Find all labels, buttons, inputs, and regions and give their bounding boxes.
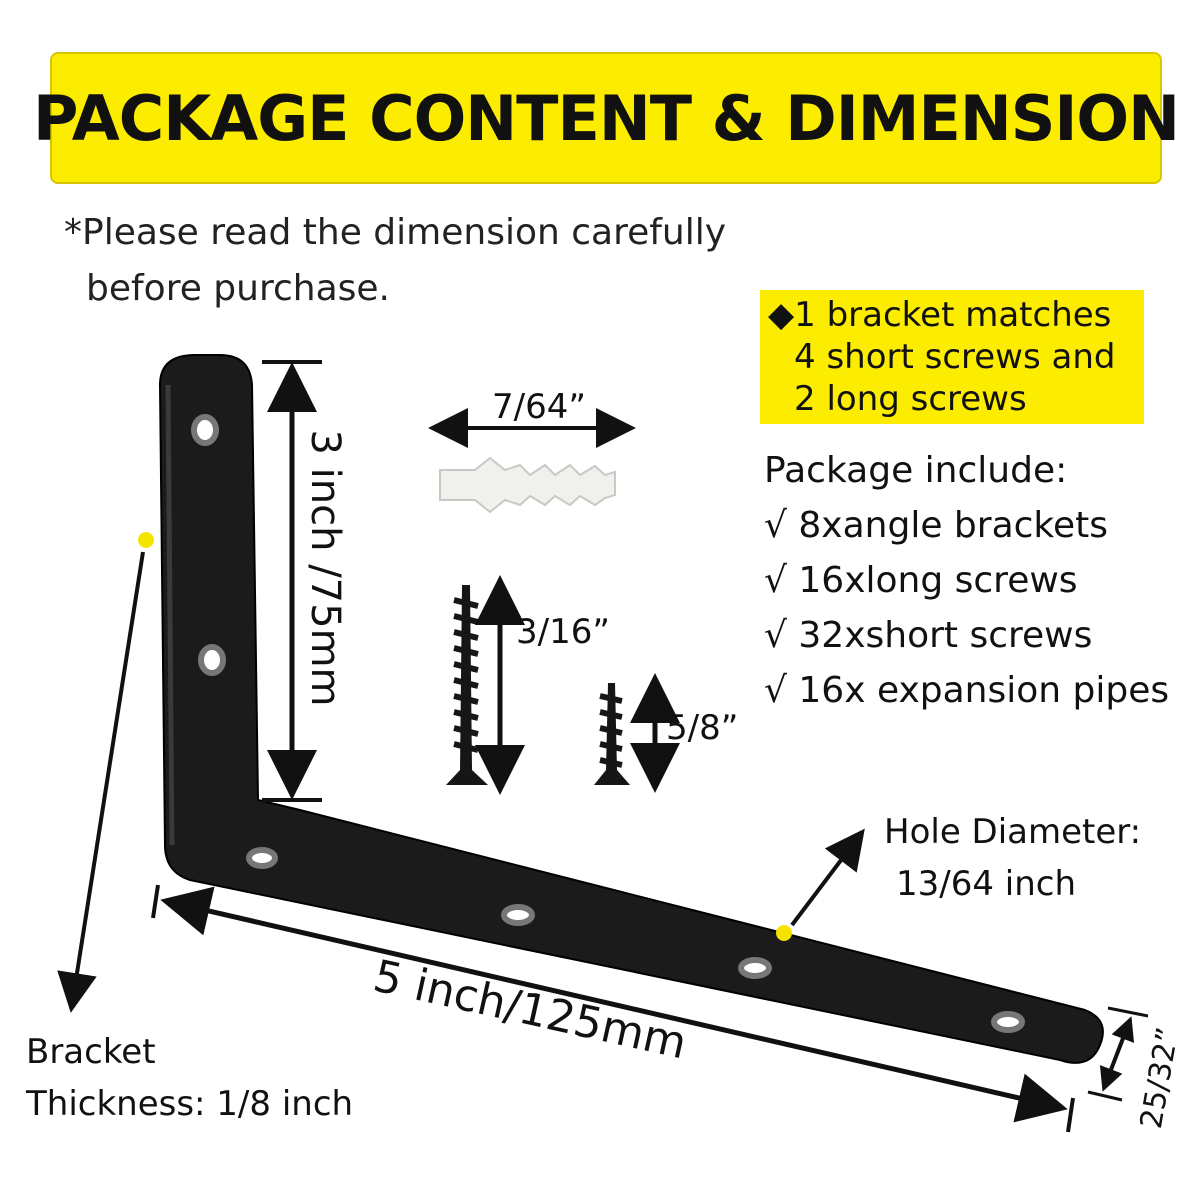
thickness-value: Thickness: 1/8 inch <box>26 1084 354 1124</box>
hole-diameter-label: Hole Diameter: <box>884 812 1142 852</box>
hole <box>246 847 278 869</box>
long-screw-label: 3/16” <box>516 612 610 652</box>
hole <box>991 1011 1025 1033</box>
height-dimension <box>262 360 322 802</box>
match-line-3: 2 long screws <box>794 379 1027 419</box>
match-callout: ◆1 bracket matches 4 short screws and 2 … <box>760 290 1144 424</box>
hole <box>191 414 219 446</box>
page-title: PACKAGE CONTENT & DIMENSION <box>32 81 1180 155</box>
package-item: √ 32xshort screws <box>764 615 1093 656</box>
package-heading: Package include: <box>764 450 1068 491</box>
expansion-pipe <box>428 408 636 514</box>
note-line-2: before purchase. <box>86 268 390 309</box>
match-line-1: ◆1 bracket matches <box>768 295 1112 335</box>
height-label: 3 inch /75mm <box>302 429 348 707</box>
note-line-1: *Please read the dimension carefully <box>64 212 727 253</box>
package-item: √ 16x expansion pipes <box>764 670 1170 711</box>
anchor-label: 7/64” <box>492 387 586 427</box>
title-banner: PACKAGE CONTENT & DIMENSION <box>33 52 1180 184</box>
hole <box>501 904 535 926</box>
width-dimension <box>1087 1006 1149 1102</box>
package-item: √ 8xangle brackets <box>764 505 1109 546</box>
package-item: √ 16xlong screws <box>764 560 1078 601</box>
match-line-2: 4 short screws and <box>794 337 1116 377</box>
hole <box>198 644 226 676</box>
short-screw <box>594 673 680 793</box>
hole-leader <box>776 828 865 941</box>
length-dimension <box>151 884 1075 1133</box>
short-screw-label: 5/8” <box>666 708 739 748</box>
thickness-label: Bracket <box>26 1032 156 1072</box>
hole-diameter-value: 13/64 inch <box>896 864 1077 904</box>
thickness-leader <box>57 532 154 1013</box>
long-screw <box>446 575 525 795</box>
hole <box>738 957 772 979</box>
